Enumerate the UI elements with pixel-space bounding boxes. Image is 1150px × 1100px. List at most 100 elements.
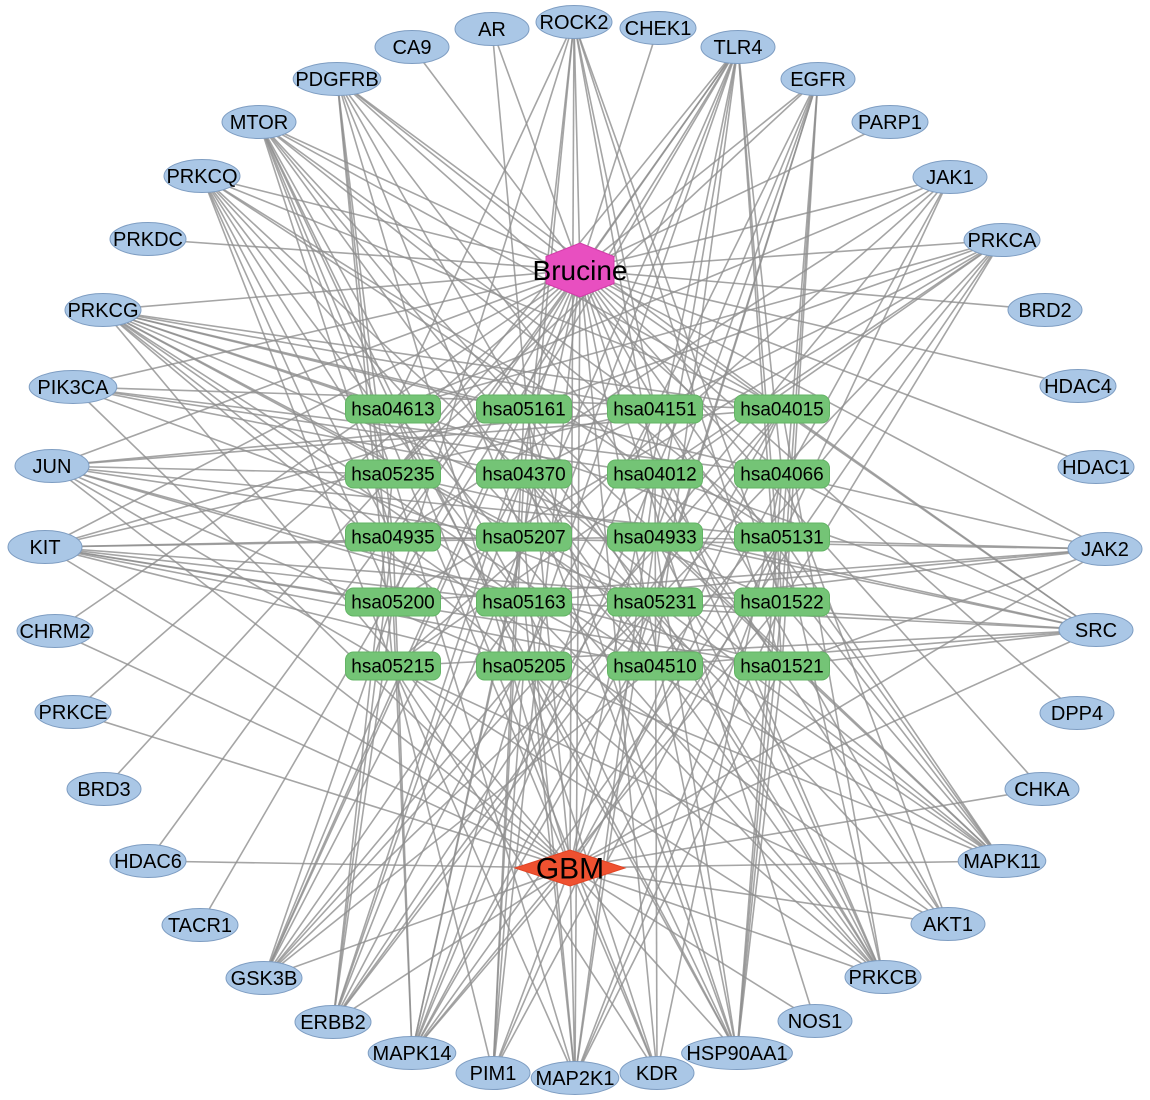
- edge: [654, 46, 739, 667]
- edge: [569, 867, 576, 1079]
- edge: [44, 546, 571, 869]
- pathway-node-hsa05231: [607, 587, 703, 617]
- pathway-node-label: hsa05207: [482, 528, 565, 549]
- edge: [44, 546, 525, 667]
- edge: [201, 175, 394, 475]
- pathway-node-label: hsa05131: [740, 528, 823, 549]
- edge: [523, 239, 1003, 410]
- gene-node-TACR1: [161, 908, 239, 942]
- edge: [51, 465, 394, 667]
- edge: [573, 21, 783, 667]
- gene-node-ROCK2: [535, 5, 613, 39]
- pathway-node-label: hsa05215: [351, 657, 434, 678]
- edge: [579, 269, 884, 978]
- edge: [336, 78, 525, 410]
- edge: [569, 867, 884, 978]
- gene-node-PRKCG: [64, 293, 142, 327]
- edge: [392, 665, 494, 1074]
- gene-node-label: PRKDC: [113, 229, 183, 251]
- edge: [392, 21, 575, 603]
- edge: [523, 665, 738, 1054]
- gene-node-EGFR: [780, 62, 856, 96]
- edge: [654, 601, 1003, 862]
- gene-node-label: MAP2K1: [536, 1068, 615, 1090]
- pathway-node-label: hsa01522: [740, 593, 823, 614]
- gene-node-PRKCQ: [163, 159, 241, 193]
- pathway-node-hsa05163: [476, 587, 572, 617]
- edge: [574, 536, 783, 1079]
- edge: [654, 548, 1106, 603]
- edge: [51, 465, 525, 667]
- edge: [569, 867, 949, 925]
- gene-node-label: HDAC1: [1062, 457, 1130, 479]
- edge: [102, 309, 783, 410]
- edge: [736, 665, 783, 1054]
- pathway-node-hsa05205: [476, 651, 572, 681]
- gene-node-label: MTOR: [230, 112, 289, 134]
- gene-node-CHRM2: [16, 614, 94, 648]
- gene-node-label: KIT: [29, 537, 60, 559]
- edge: [523, 46, 739, 603]
- pathway-node-hsa05131: [734, 522, 830, 552]
- edge: [201, 175, 394, 667]
- edge: [523, 473, 949, 925]
- edge: [411, 665, 525, 1054]
- edge: [51, 269, 581, 467]
- edge: [102, 309, 783, 538]
- gene-node-PIM1: [455, 1056, 531, 1090]
- gene-node-CA9: [374, 30, 450, 64]
- edge: [781, 548, 1106, 667]
- gene-node-label: MAPK14: [373, 1043, 452, 1065]
- pathway-node-hsa04510: [607, 651, 703, 681]
- gene-node-MAPK11: [957, 844, 1047, 878]
- gene-node-label: PDGFRB: [295, 69, 378, 91]
- gene-node-CHEK1: [619, 11, 697, 45]
- edge: [258, 121, 656, 667]
- edge: [392, 665, 884, 978]
- edge: [336, 78, 394, 667]
- gene-node-label: PIM1: [470, 1063, 517, 1085]
- gene-node-label: PIK3CA: [37, 377, 109, 399]
- edge: [392, 408, 658, 1074]
- gene-node-label: KDR: [636, 1063, 678, 1085]
- edge: [492, 473, 525, 1074]
- edge: [654, 601, 1097, 631]
- edge: [523, 536, 1003, 862]
- edge: [263, 665, 656, 979]
- edge: [147, 238, 581, 271]
- edge: [523, 601, 1003, 862]
- edge: [258, 121, 525, 410]
- pathway-node-hsa04613: [345, 394, 441, 424]
- pathway-node-hsa04012: [607, 459, 703, 489]
- edge: [654, 239, 1003, 475]
- gene-node-label: TLR4: [714, 37, 763, 59]
- edge: [781, 601, 1003, 862]
- edge: [569, 21, 575, 869]
- gene-node-label: JUN: [33, 456, 72, 478]
- gene-node-HDAC6: [109, 844, 187, 878]
- pathway-node-hsa01521: [734, 651, 830, 681]
- edge: [263, 473, 525, 979]
- edge: [54, 630, 571, 869]
- edge: [492, 665, 525, 1074]
- gene-node-SRC: [1058, 613, 1134, 647]
- edge: [72, 711, 571, 869]
- edge: [263, 269, 581, 979]
- edge: [258, 121, 656, 410]
- edge: [102, 309, 525, 603]
- pathway-node-label: hsa04933: [613, 528, 696, 549]
- gene-node-MAP2K1: [530, 1061, 620, 1095]
- edge: [392, 21, 575, 410]
- edge: [263, 408, 525, 979]
- gene-node-BRD3: [66, 772, 142, 806]
- gene-node-TLR4: [700, 30, 776, 64]
- gene-node-label: PRKCQ: [166, 166, 237, 188]
- gene-node-label: PRKCE: [39, 702, 108, 724]
- edge: [411, 601, 783, 1054]
- gene-node-BRD2: [1007, 293, 1083, 327]
- edge: [492, 536, 783, 1074]
- edge: [654, 629, 1097, 667]
- gene-node-label: TACR1: [168, 915, 232, 937]
- edge: [332, 536, 394, 1023]
